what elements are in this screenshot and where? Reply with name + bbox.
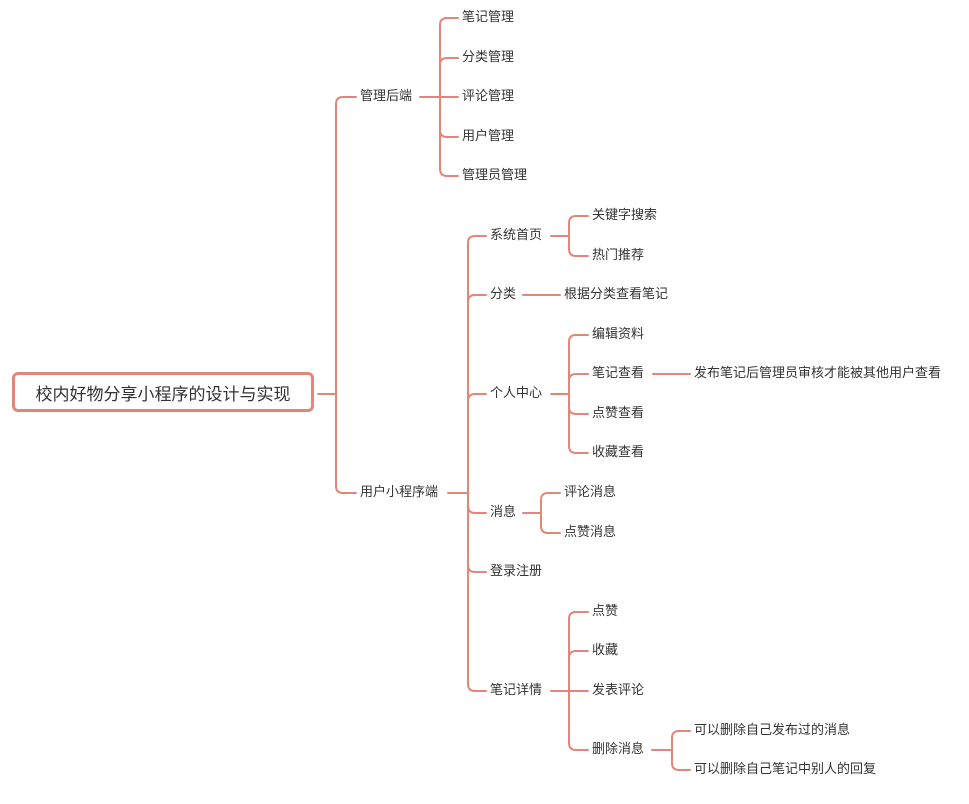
connector-personal-1 [568, 334, 589, 395]
root-node[interactable]: 校内好物分享小程序的设计与实现 [12, 372, 314, 412]
node-admin-category-mgmt[interactable]: 分类管理 [460, 49, 517, 67]
node-message[interactable]: 消息 [488, 504, 519, 522]
node-like[interactable]: 点赞 [590, 603, 621, 621]
connector-home-1 [568, 215, 589, 237]
node-admin-note-mgmt[interactable]: 笔记管理 [460, 9, 517, 27]
connector-personal-2 [568, 373, 589, 395]
node-view-by-category[interactable]: 根据分类查看笔记 [562, 286, 671, 304]
node-keyword-search[interactable]: 关键字搜索 [590, 207, 660, 225]
connector-mini-detail [467, 492, 487, 692]
node-favorite-view[interactable]: 收藏查看 [590, 444, 647, 462]
connector-message-2 [540, 512, 561, 534]
connector-admin-4 [439, 96, 459, 138]
connector-personal-4 [568, 393, 589, 454]
connector-admin-2 [439, 57, 459, 98]
node-like-message[interactable]: 点赞消息 [562, 524, 619, 542]
node-hot-recommend[interactable]: 热门推荐 [590, 247, 647, 265]
connector-mini-home [467, 235, 487, 494]
node-note-detail[interactable]: 笔记详情 [488, 682, 545, 700]
node-like-view[interactable]: 点赞查看 [590, 405, 647, 423]
connector-admin-1 [439, 17, 459, 98]
node-post-comment[interactable]: 发表评论 [590, 682, 647, 700]
connector-admin-5 [439, 96, 459, 177]
node-delete-message[interactable]: 删除消息 [590, 741, 647, 759]
node-admin-comment-mgmt[interactable]: 评论管理 [460, 88, 517, 106]
node-home[interactable]: 系统首页 [488, 227, 545, 245]
connector-delete-1 [671, 730, 691, 751]
connector-personal-3 [568, 393, 589, 415]
node-mini[interactable]: 用户小程序端 [358, 484, 441, 502]
connector-root-admin [335, 96, 357, 395]
root-label: 校内好物分享小程序的设计与实现 [35, 384, 291, 405]
connector-detail-1 [568, 611, 589, 692]
connector-mini-personal [467, 393, 487, 494]
connector-home-2 [568, 235, 589, 257]
connector-mini-message [467, 492, 487, 514]
connector-detail-4 [568, 690, 589, 751]
node-login[interactable]: 登录注册 [488, 563, 545, 581]
node-favorite[interactable]: 收藏 [590, 642, 621, 660]
node-comment-message[interactable]: 评论消息 [562, 484, 619, 502]
node-note-view-detail[interactable]: 发布笔记后管理员审核才能被其他用户查看 [692, 365, 944, 383]
node-category[interactable]: 分类 [488, 286, 519, 304]
node-note-view[interactable]: 笔记查看 [590, 365, 647, 383]
node-personal[interactable]: 个人中心 [488, 385, 545, 403]
node-delete-own-messages[interactable]: 可以删除自己发布过的消息 [692, 722, 853, 740]
node-admin-admin-mgmt[interactable]: 管理员管理 [460, 167, 530, 185]
connector-detail-2 [568, 650, 589, 692]
node-admin[interactable]: 管理后端 [358, 88, 415, 106]
connector-message-1 [540, 492, 561, 514]
node-edit-profile[interactable]: 编辑资料 [590, 326, 647, 344]
connector-root-mini [335, 393, 357, 494]
connector-mini-category [467, 294, 487, 494]
node-admin-user-mgmt[interactable]: 用户管理 [460, 128, 517, 146]
connector-mini-login [467, 492, 487, 573]
connector-delete-2 [671, 749, 691, 771]
node-delete-others-replies[interactable]: 可以删除自己笔记中别人的回复 [692, 761, 879, 779]
